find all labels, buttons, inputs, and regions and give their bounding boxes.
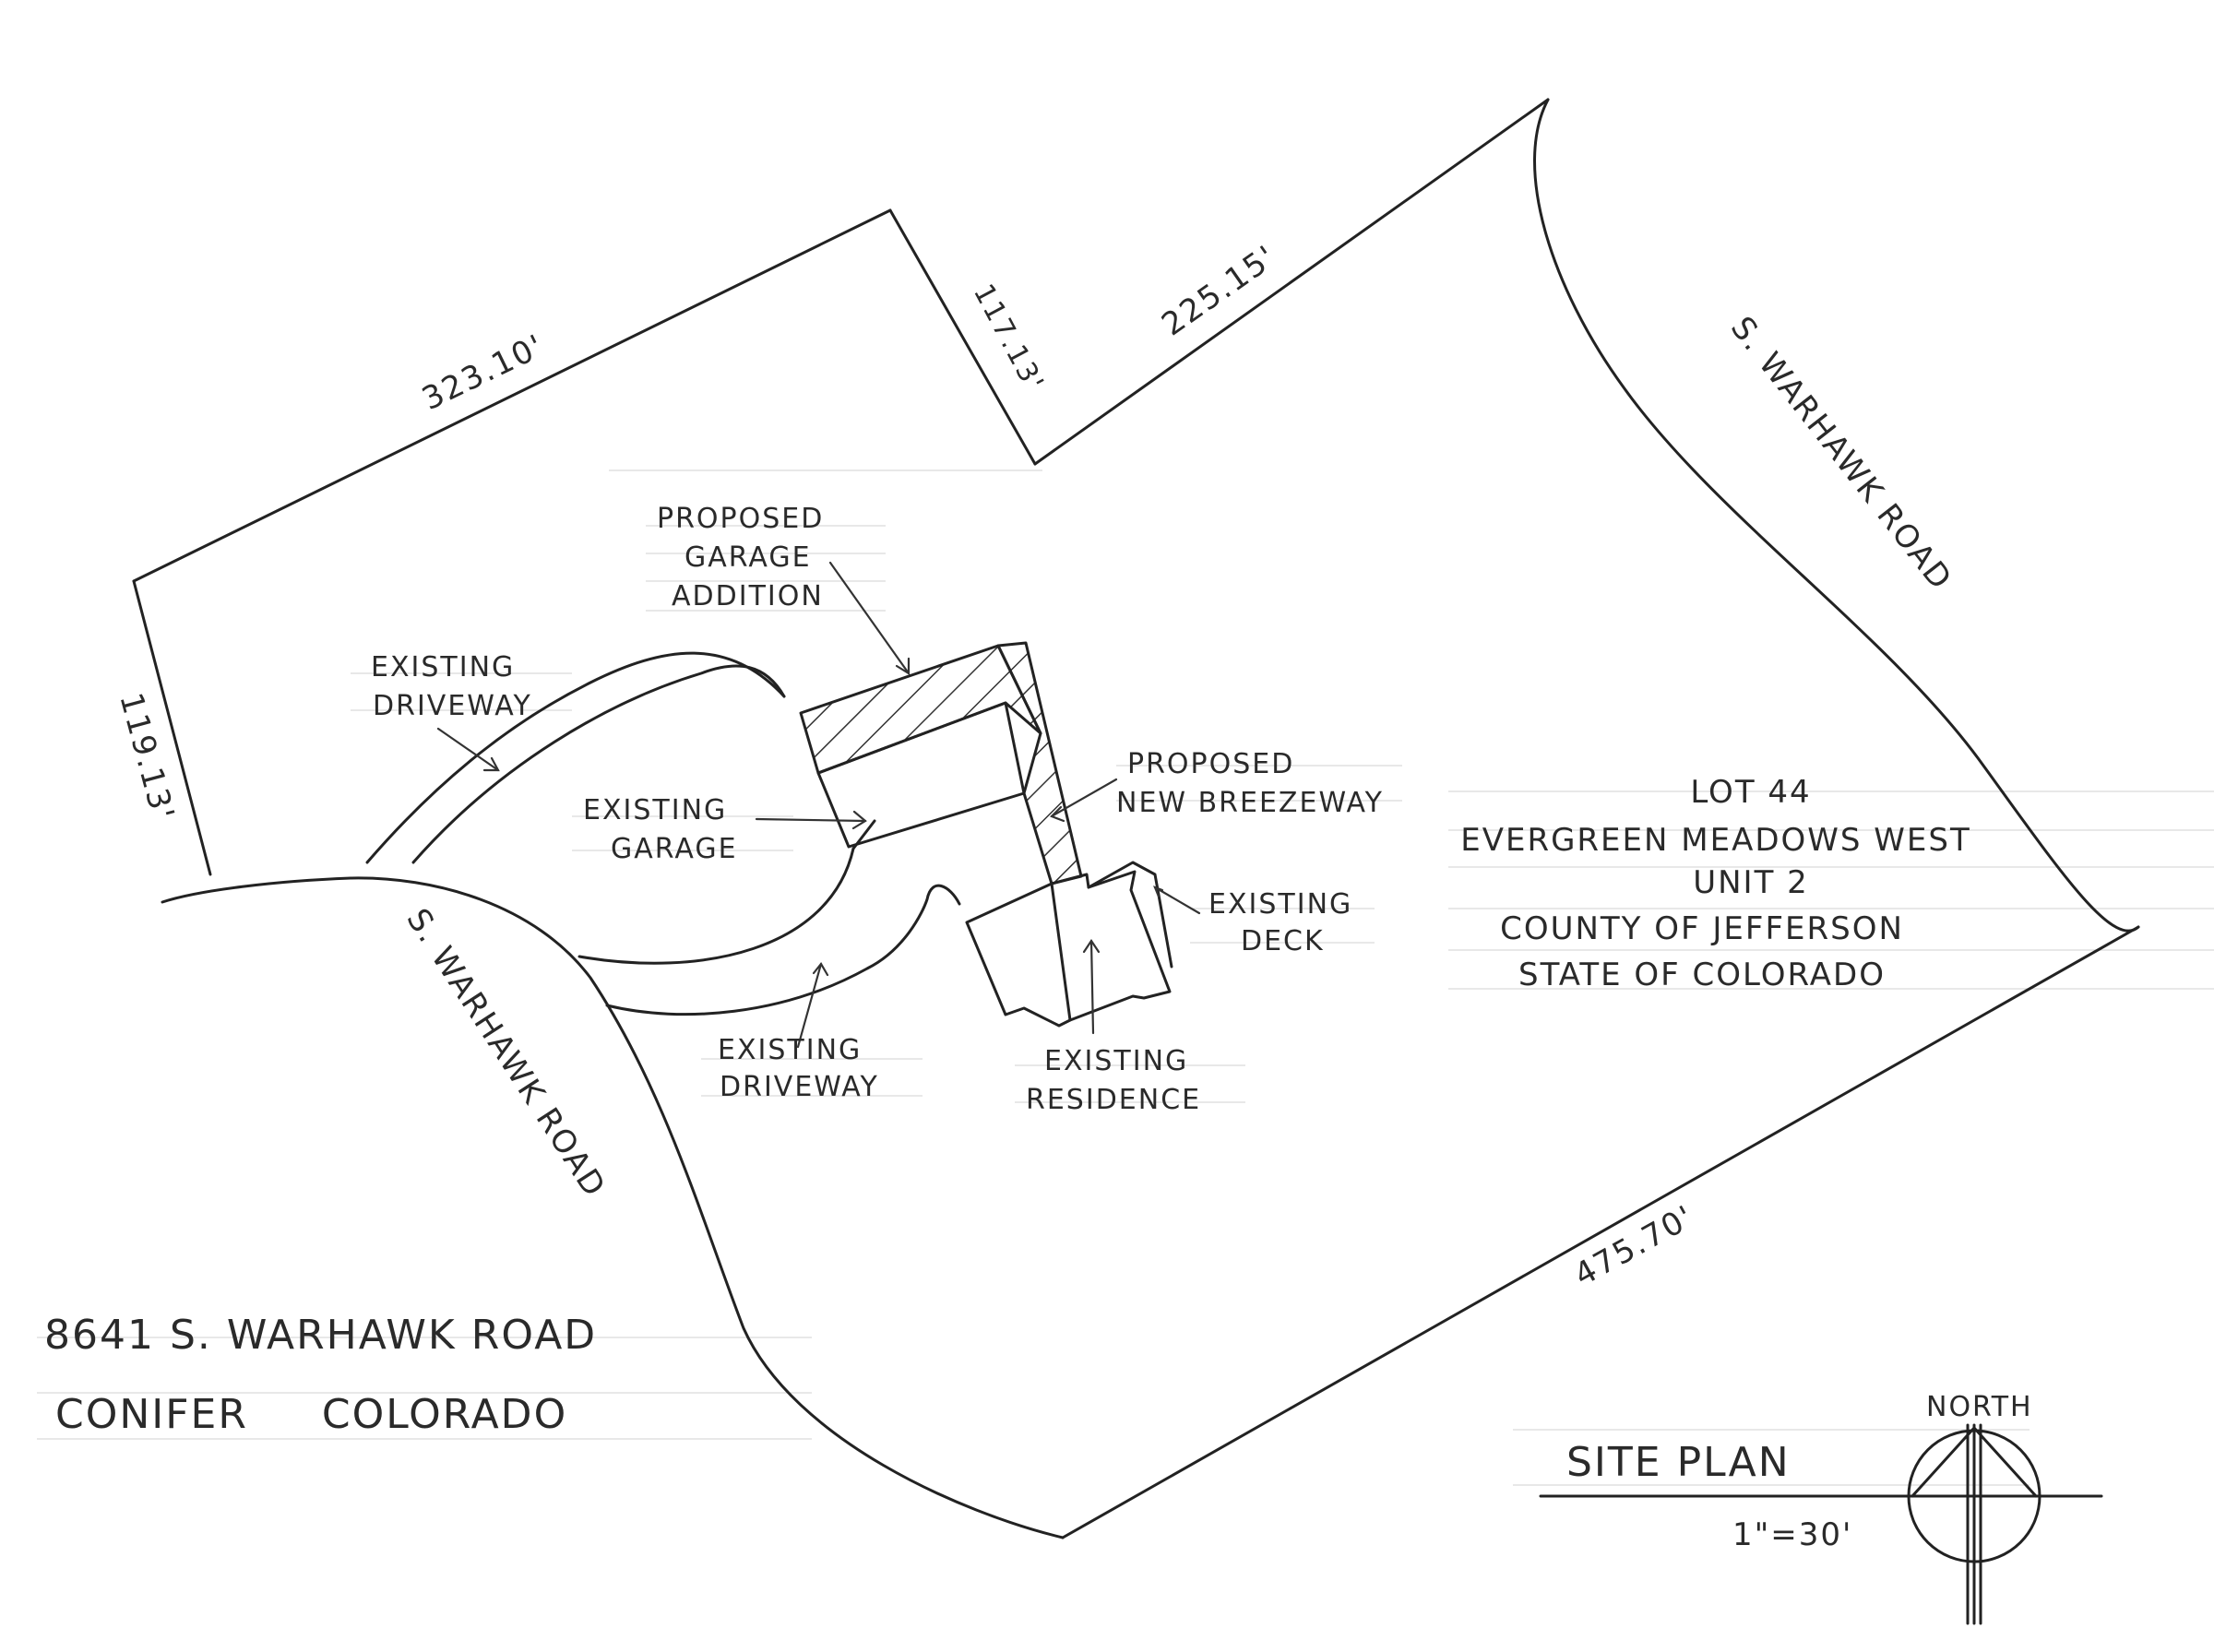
label-existing-driveway-lower-1: EXISTING <box>718 1034 862 1066</box>
address-street: 8641 S. WARHAWK ROAD <box>44 1312 597 1359</box>
existing-deck <box>1087 861 1173 969</box>
north-arrow-pointer-icon <box>1911 1426 2038 1498</box>
dim-north-line: 323.10' <box>416 327 550 418</box>
site-address: 8641 S. WARHAWK ROAD CONIFER COLORADO <box>44 1312 597 1438</box>
subdivision-name: EVERGREEN MEADOWS WEST <box>1460 822 1971 859</box>
lot-number: LOT 44 <box>1690 774 1811 811</box>
north-label: NORTH <box>1926 1391 2033 1423</box>
sheet-title: SITE PLAN <box>1566 1439 1791 1486</box>
label-proposed-garage-3: ADDITION <box>672 580 824 612</box>
boundary-east-road-edge <box>1533 98 2140 933</box>
boundary-northeast-line <box>1033 98 1550 466</box>
label-existing-garage-1: EXISTING <box>583 794 727 826</box>
label-existing-deck-2: DECK <box>1241 925 1325 957</box>
existing-residence <box>965 870 1172 1028</box>
label-existing-garage-2: GARAGE <box>611 833 738 865</box>
label-existing-driveway-upper-2: DRIVEWAY <box>373 690 532 722</box>
county-name: COUNTY OF JEFFERSON <box>1500 910 1904 947</box>
state-name: STATE OF COLORADO <box>1518 957 1886 993</box>
proposed-garage-addition <box>799 641 1083 885</box>
lettering-guides <box>37 469 2214 1486</box>
label-existing-driveway-lower-2: DRIVEWAY <box>720 1071 879 1103</box>
boundary-north-line <box>132 208 892 583</box>
address-city-state: CONIFER COLORADO <box>55 1391 567 1438</box>
label-proposed-garage-1: PROPOSED <box>657 503 824 535</box>
road-label-east: S. WARHAWK ROAD <box>1723 310 1959 598</box>
dim-northeast-jog: 117.13' <box>967 279 1051 398</box>
label-existing-deck-1: EXISTING <box>1208 888 1352 921</box>
label-proposed-garage-2: GARAGE <box>684 541 812 574</box>
label-breezeway-1: PROPOSED <box>1127 748 1294 780</box>
existing-driveway-path <box>365 651 961 1016</box>
lot-information: LOT 44 EVERGREEN MEADOWS WEST UNIT 2 COU… <box>1460 774 1971 993</box>
boundary-west-road-edge <box>161 876 1065 1539</box>
callout-leaders <box>436 561 1201 1049</box>
boundary-northeast-jog <box>888 208 1037 466</box>
boundary-southeast-line <box>1061 925 2140 1539</box>
title-block: SITE PLAN 1"=30' <box>1539 1439 2103 1553</box>
road-label-west: S. WARHAWK ROAD <box>399 902 613 1205</box>
drawing-labels: PROPOSED GARAGE ADDITION EXISTING DRIVEW… <box>371 503 1384 1116</box>
label-existing-driveway-upper-1: EXISTING <box>371 651 515 683</box>
property-boundary <box>132 98 2140 1539</box>
unit-number: UNIT 2 <box>1693 864 1809 901</box>
label-breezeway-2: NEW BREEZEWAY <box>1116 787 1384 819</box>
dimension-labels: 323.10' 117.13' 225.15' 119.13' 475.70' <box>112 238 1701 1294</box>
label-existing-residence-1: EXISTING <box>1044 1045 1188 1077</box>
dim-northeast-line: 225.15' <box>1155 238 1284 343</box>
dim-west-line: 119.13' <box>112 689 181 826</box>
drawing-scale: 1"=30' <box>1732 1516 1852 1553</box>
label-existing-residence-2: RESIDENCE <box>1026 1084 1201 1116</box>
boundary-west-line <box>132 579 212 876</box>
north-arrow: NORTH <box>1907 1391 2041 1625</box>
